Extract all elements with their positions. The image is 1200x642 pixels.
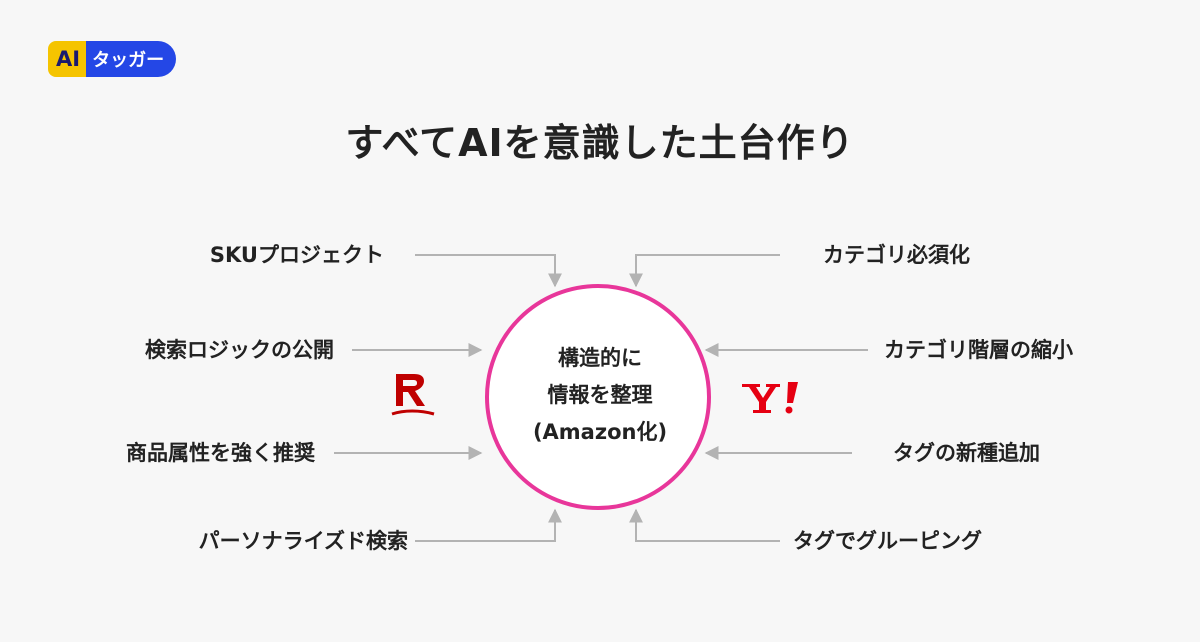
arrow-category-required [629,254,780,288]
arrow-personalized [415,508,562,542]
right-item-category-required: カテゴリ必須化 [823,243,970,267]
center-circle [485,284,711,510]
left-item-personalized: パーソナライズド検索 [198,529,408,553]
center-line-2: 情報を整理 [547,383,653,407]
tagger-logo: AI タッガー [48,41,177,77]
arrow-sku [415,254,562,288]
arrow-tag-grouping [629,508,780,542]
rakuten-icon [391,374,435,416]
center-label: 構造的に 情報を整理 (Amazon化) [485,340,715,451]
right-item-tag-new: タグの新種追加 [893,441,1040,465]
right-item-category-hierarchy: カテゴリ階層の縮小 [884,338,1073,362]
page-title: すべてAIを意識した土台作り [345,121,855,165]
right-item-tag-grouping: タグでグルーピング [793,529,982,553]
left-item-search-logic: 検索ロジックの公開 [145,338,334,362]
left-item-sku: SKUプロジェクト [209,243,384,267]
center-line-3: (Amazon化) [532,420,668,444]
yahoo-icon [742,382,798,414]
center-line-1: 構造的に [558,346,642,370]
left-item-product-attr: 商品属性を強く推奨 [126,441,315,465]
logo-ai-text: AI [48,41,87,77]
logo-brand-text: タッガー [86,41,177,77]
